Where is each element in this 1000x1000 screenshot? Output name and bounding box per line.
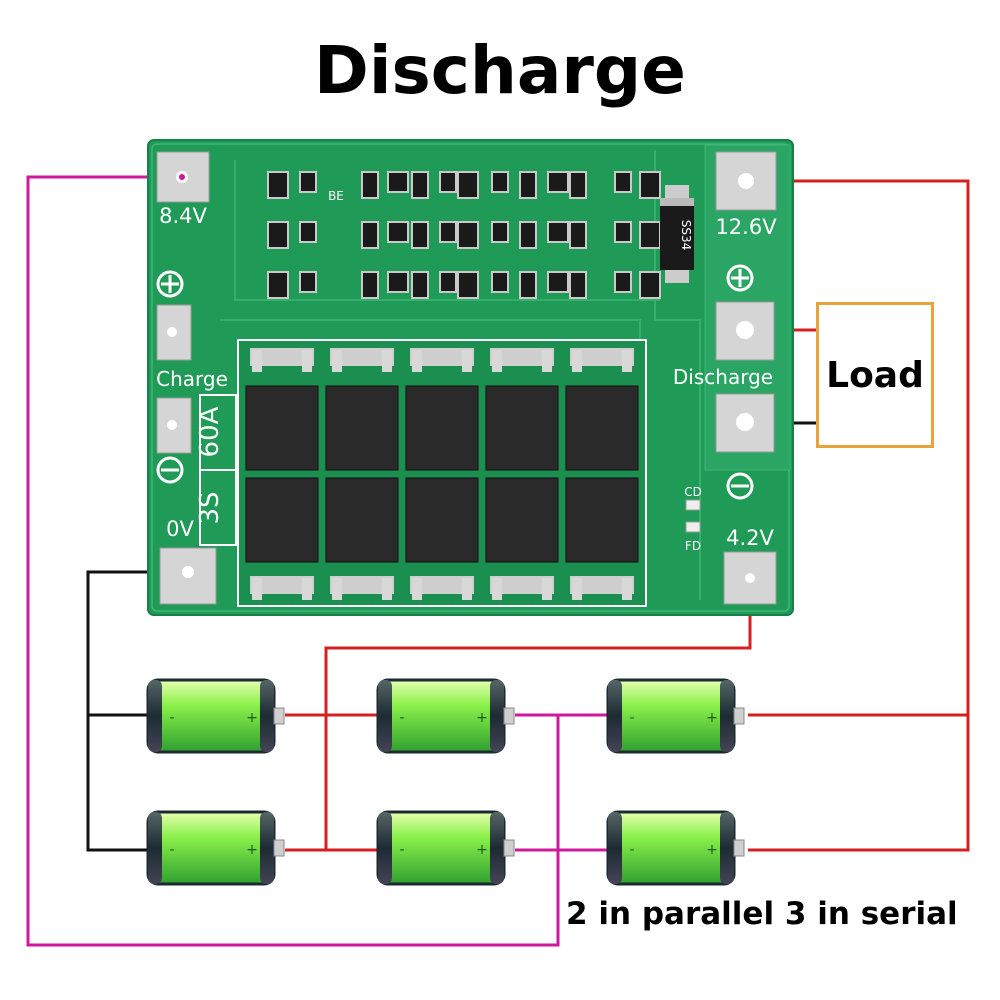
mosfet — [485, 348, 559, 471]
smd-part — [387, 171, 409, 193]
smd-part — [411, 171, 429, 199]
diagram-caption: 2 in parallel 3 in serial — [566, 896, 958, 932]
smd-part — [267, 271, 289, 299]
smd-part — [439, 221, 457, 243]
smd-part — [614, 221, 632, 243]
smd-part — [387, 221, 409, 243]
battery-cell: +- — [376, 810, 515, 886]
smd-part — [547, 271, 569, 293]
mosfet — [405, 477, 479, 600]
label-rating: 60A — [195, 406, 225, 457]
label-discharge: Discharge — [673, 365, 773, 389]
smd-part — [519, 171, 537, 199]
smd-part — [569, 271, 587, 299]
svg-text:+: + — [706, 842, 718, 858]
label-charge: Charge — [156, 367, 228, 391]
svg-text:+: + — [476, 710, 488, 726]
svg-text:+: + — [246, 710, 258, 726]
smd-part — [491, 221, 509, 243]
mosfet — [245, 348, 319, 471]
svg-text:+: + — [706, 710, 718, 726]
smd-part — [639, 221, 661, 249]
label-126v: 12.6V — [715, 215, 777, 239]
mosfets — [245, 348, 639, 600]
diode-label: SS34 — [679, 220, 693, 251]
smd-part — [491, 271, 509, 293]
smd-part — [361, 221, 379, 249]
diode — [660, 198, 694, 270]
label-series: 3S — [195, 491, 225, 524]
smd-part — [299, 271, 317, 293]
battery-cell: +- — [146, 678, 285, 754]
bms-board: SS34 8.4V 12.6V 4.2V 0V Charge Discharge… — [147, 139, 794, 616]
wire-84v — [26, 175, 560, 947]
smd-part — [267, 171, 289, 199]
smd-part — [457, 221, 479, 249]
smd-part — [569, 171, 587, 199]
mosfet — [565, 477, 639, 600]
mosfet — [485, 477, 559, 600]
label-0v: 0V — [166, 517, 194, 541]
battery-pack: +-+-+-+-+-+- — [146, 678, 745, 886]
wire-42v — [324, 605, 752, 850]
smd-part — [361, 271, 379, 299]
mosfet — [325, 477, 399, 600]
smd-part — [639, 171, 661, 199]
smd-part — [491, 171, 509, 193]
smd-part — [411, 221, 429, 249]
smd-part — [639, 271, 661, 299]
battery-cell: +- — [606, 678, 745, 754]
smd-part — [569, 221, 587, 249]
load-label: Load — [826, 354, 924, 396]
smd-part — [411, 271, 429, 299]
label-ic: BE — [328, 189, 344, 203]
smd-part — [439, 271, 457, 293]
smd-part — [519, 221, 537, 249]
mosfet — [245, 477, 319, 600]
svg-text:+: + — [476, 842, 488, 858]
smd-part — [439, 171, 457, 193]
wire-126v — [748, 179, 970, 852]
smd-part — [299, 221, 317, 243]
page-title: Discharge — [314, 32, 686, 109]
load-box: Load — [816, 302, 934, 448]
label-cd: CD — [684, 485, 702, 499]
smd-part — [387, 271, 409, 293]
svg-text:-: - — [169, 710, 174, 726]
svg-text:-: - — [399, 842, 404, 858]
smd-part — [547, 221, 569, 243]
smd-part — [614, 271, 632, 293]
svg-text:-: - — [629, 842, 634, 858]
svg-text:-: - — [399, 710, 404, 726]
smd-part — [457, 171, 479, 199]
svg-text:-: - — [169, 842, 174, 858]
smd-part — [457, 271, 479, 299]
battery-cell: +- — [606, 810, 745, 886]
svg-text:+: + — [246, 842, 258, 858]
battery-cell: +- — [376, 678, 515, 754]
smd-part — [361, 171, 379, 199]
mosfet — [325, 348, 399, 471]
smd-part — [519, 271, 537, 299]
label-42v: 4.2V — [726, 526, 774, 550]
smd-part — [299, 171, 317, 193]
smd-part — [267, 221, 289, 249]
polarity-marks — [156, 264, 754, 500]
smd-components — [267, 171, 661, 299]
mosfet — [405, 348, 479, 471]
svg-text:-: - — [629, 710, 634, 726]
wires — [26, 175, 970, 947]
mosfet — [565, 348, 639, 471]
battery-cell: +- — [146, 810, 285, 886]
label-84v: 8.4V — [159, 204, 207, 228]
label-fd: FD — [685, 539, 701, 553]
smd-part — [547, 171, 569, 193]
smd-part — [614, 171, 632, 193]
wire-0v — [86, 570, 185, 852]
